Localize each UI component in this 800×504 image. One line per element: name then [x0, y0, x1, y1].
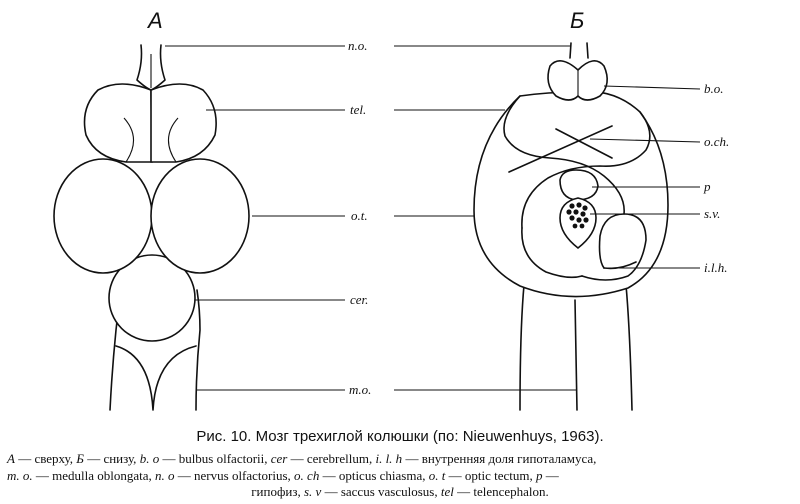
legend-definition: гипофиз,: [251, 484, 304, 499]
legend-abbreviation: cer: [270, 451, 288, 466]
label-ilh: i.l.h.: [704, 260, 727, 275]
leader-lines: [165, 45, 701, 391]
label-no: n.o.: [348, 38, 368, 53]
legend-definition: — opticus chiasma,: [319, 467, 429, 483]
legend-definition: — bulbus olfactorii,: [159, 451, 271, 466]
cerebellum-a: [108, 254, 196, 342]
optic-chiasma-b: [508, 125, 613, 173]
panel-a-letter: А: [146, 8, 163, 33]
olfactory-nerve-a: [136, 44, 166, 91]
telencephalon-fold-a: [123, 117, 179, 163]
label-sv: s.v.: [704, 206, 720, 221]
inner-lobe-right-b: [581, 213, 647, 281]
legend-definition: — nervus olfactorius,: [174, 467, 295, 483]
legend-line: А — сверху, Б — снизу, b. o — bulbus olf…: [7, 451, 793, 468]
legend-abbreviation: А: [7, 451, 15, 466]
medulla-oblongata-b: [519, 284, 633, 411]
label-p: p: [703, 179, 711, 194]
legend-abbreviation: s. v: [303, 484, 322, 499]
medulla-outline-right-a: [195, 289, 201, 411]
brain-diagram: А Б: [53, 8, 729, 411]
legend-abbreviation: b. o: [139, 451, 160, 466]
legend-line: m. o. — medulla oblongata, n. o — nervus…: [7, 468, 793, 485]
figure-legend: А — сверху, Б — снизу, b. o — bulbus olf…: [7, 451, 793, 501]
olfactory-nerve-b: [569, 42, 589, 59]
legend-abbreviation: n. o: [155, 467, 175, 483]
legend-definition: — medulla oblongata,: [32, 467, 156, 483]
legend-abbreviation: m. o.: [7, 467, 33, 483]
dorsal-view: [53, 44, 250, 411]
saccus-vasculosus-dots: [566, 202, 589, 229]
legend-abbreviation: Б: [76, 451, 84, 466]
label-cer: cer.: [350, 292, 368, 307]
legend-abbreviation: i. l. h: [375, 451, 403, 466]
telencephalon-right-a: [150, 83, 217, 163]
label-bo: b.o.: [704, 81, 724, 96]
medulla-groove-a: [115, 345, 197, 411]
legend-definition: — сверху,: [14, 451, 77, 466]
label-ot: o.t.: [351, 208, 368, 223]
legend-definition: — saccus vasculosus,: [321, 484, 441, 499]
legend-abbreviation: p: [535, 467, 543, 483]
optic-tectum-left-a: [53, 158, 153, 274]
label-mo: m.o.: [349, 382, 371, 397]
legend-definition: — снизу,: [83, 451, 140, 466]
legend-abbreviation: o. ch: [294, 467, 320, 483]
hypophysis-b: [559, 169, 599, 201]
label-tel: tel.: [350, 102, 366, 117]
label-och: o.ch.: [704, 134, 729, 149]
medulla-midline-b: [574, 299, 578, 411]
legend-definition: —: [542, 467, 559, 483]
ventral-view: [473, 42, 669, 411]
telencephalon-left-a: [83, 83, 153, 163]
figure-caption-title: Рис. 10. Мозг трехиглой колюшки (по: Nie…: [196, 428, 604, 445]
legend-definition: — cerebrellum,: [287, 451, 376, 466]
legend-abbreviation: tel: [440, 484, 454, 499]
legend-definition: — telencephalon.: [453, 484, 549, 499]
legend-abbreviation: o. t: [428, 467, 446, 483]
inner-lobe-left-b: [521, 227, 583, 279]
legend-line: гипофиз, s. v — saccus vasculosus, tel —…: [7, 484, 793, 501]
legend-definition: — optic tectum,: [445, 467, 536, 483]
panel-b-letter: Б: [570, 8, 584, 33]
optic-tectum-right-a: [150, 158, 250, 274]
legend-definition: — внутренняя доля гипоталамуса,: [402, 451, 597, 466]
telencephalon-swirl-2-b: [521, 111, 651, 229]
